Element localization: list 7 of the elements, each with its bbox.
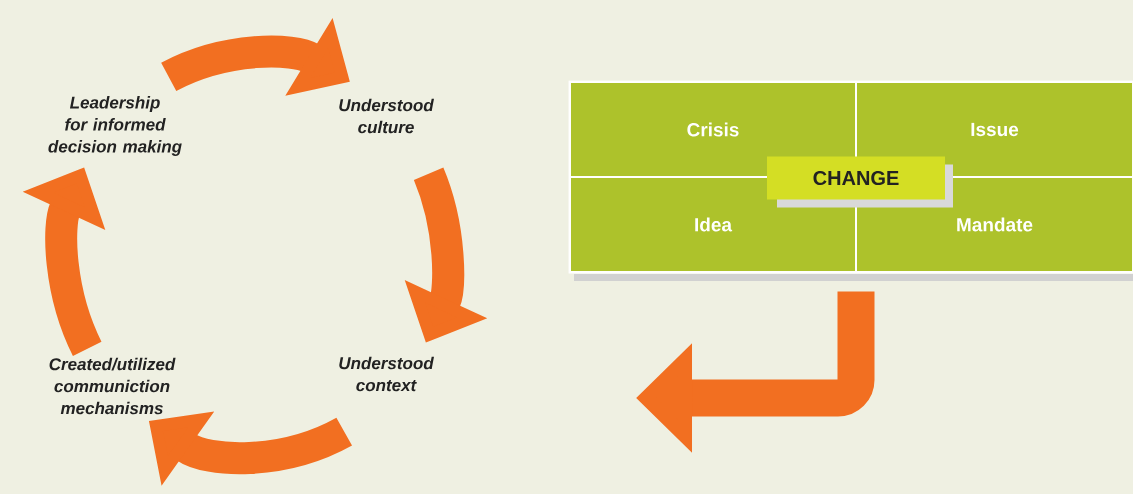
node-label: Mandate — [957, 217, 1033, 232]
step-label: Understood context — [339, 356, 434, 392]
change-box: CHANGE — [767, 156, 953, 208]
node-label: Issue — [971, 122, 1019, 137]
step-label: Leadership for informed decision making — [48, 96, 182, 156]
step-label: Created/utilized communiction mechanisms — [49, 357, 176, 415]
step-label: Understood culture — [339, 98, 434, 134]
